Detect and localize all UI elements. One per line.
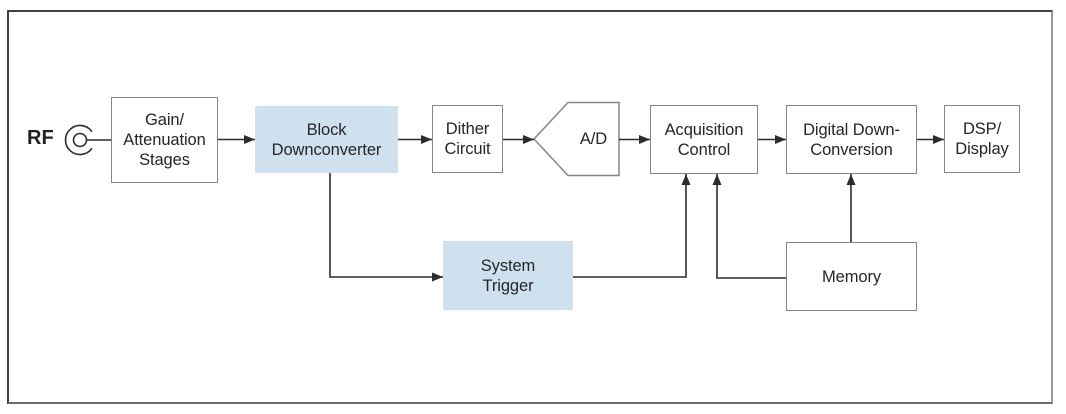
block-memory: Memory xyxy=(786,242,917,311)
rf-input-label: RF xyxy=(27,127,54,149)
block-memory-label: Memory xyxy=(822,267,881,286)
block-adc: A/D xyxy=(556,105,631,173)
arrow-memory-to-acquisition xyxy=(712,174,786,279)
block-digital-down-conversion: Digital Down- Conversion xyxy=(786,105,917,174)
block-block-downconverter-label: Block Downconverter xyxy=(271,120,382,159)
block-dsp-display: DSP/ Display xyxy=(944,105,1020,173)
arrow-downconverter-to-system-trigger xyxy=(329,173,443,282)
block-dither-circuit-label: Dither Circuit xyxy=(444,120,491,158)
block-dither-circuit: Dither Circuit xyxy=(432,105,503,173)
rf-connector-outer-ring xyxy=(64,124,93,156)
block-adc-label: A/D xyxy=(579,130,608,148)
block-system-trigger: System Trigger xyxy=(443,241,573,310)
block-system-trigger-label: System Trigger xyxy=(480,256,536,295)
block-acquisition-control: Acquisition Control xyxy=(650,105,758,174)
block-block-downconverter: Block Downconverter xyxy=(255,106,398,173)
block-digital-down-conversion-label: Digital Down- Conversion xyxy=(803,120,900,159)
block-gain-attenuation-stages: Gain/ Attenuation Stages xyxy=(111,97,218,183)
rf-connector-icon xyxy=(64,124,111,156)
rf-connector-inner-ring xyxy=(72,132,88,148)
block-dsp-display-label: DSP/ Display xyxy=(955,120,1009,158)
block-acquisition-control-label: Acquisition Control xyxy=(664,120,744,159)
block-gain-attenuation-stages-label: Gain/ Attenuation Stages xyxy=(123,111,206,169)
arrow-system-trigger-to-acquisition xyxy=(573,174,691,278)
diagram-frame xyxy=(7,10,1053,404)
